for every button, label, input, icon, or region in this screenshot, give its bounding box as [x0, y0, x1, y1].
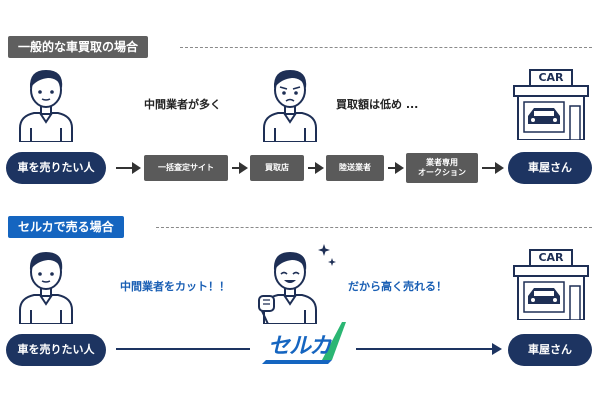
- dealer-pill: 車屋さん: [508, 334, 592, 366]
- selca-logo-text: セルカ: [268, 334, 331, 359]
- car-sign-text: CAR: [538, 251, 564, 264]
- section-title-normal: 一般的な車買取の場合: [8, 36, 149, 58]
- flow-arrow-shaft: [482, 167, 496, 169]
- caption-sell-high: だから高く売れる！: [348, 280, 447, 293]
- happy-person-icon: [258, 244, 336, 324]
- selca-logo: セルカ: [262, 320, 348, 364]
- seller-person-icon: [19, 252, 73, 324]
- section-title-selca: セルカで売る場合: [8, 216, 124, 238]
- section-divider: [156, 227, 592, 228]
- worried-person-icon: [263, 70, 317, 142]
- car-dealer-icon: [513, 69, 589, 140]
- dealer-pill: 車屋さん: [508, 152, 592, 184]
- flow-arrow-head: [315, 162, 324, 174]
- flow-arrow-shaft: [388, 167, 396, 169]
- flow-arrow-head: [239, 162, 248, 174]
- caption-low-price: 買取額は低め ...: [336, 98, 419, 111]
- section-divider: [180, 47, 592, 48]
- flow-arrow-shaft: [308, 167, 316, 169]
- caption-many-middlemen: 中間業者が多く: [144, 98, 221, 111]
- flow-arrow-head: [495, 162, 504, 174]
- step-buyer-shop: 買取店: [250, 155, 304, 181]
- selca-logo-swoosh: [262, 322, 346, 364]
- caption-cut-middlemen: 中間業者をカット！！: [120, 280, 230, 293]
- seller-pill: 車を売りたい人: [6, 334, 106, 366]
- step-bulk-appraisal: 一括査定サイト: [144, 155, 228, 181]
- step-transport: 陸送業者: [326, 155, 384, 181]
- seller-pill: 車を売りたい人: [6, 152, 106, 184]
- flow-arrow-shaft: [232, 167, 240, 169]
- flow-arrow-head: [395, 162, 404, 174]
- seller-person-icon: [19, 70, 73, 142]
- flow-line: [356, 348, 494, 350]
- step-dealer-auction: 業者専用 オークション: [406, 153, 478, 183]
- car-sign-text: CAR: [538, 71, 564, 84]
- flow-arrow-shaft: [116, 167, 134, 169]
- flow-arrow-head: [492, 343, 502, 355]
- car-dealer-icon: [513, 249, 589, 320]
- flow-arrow-head: [132, 162, 141, 174]
- flow-line: [116, 348, 250, 350]
